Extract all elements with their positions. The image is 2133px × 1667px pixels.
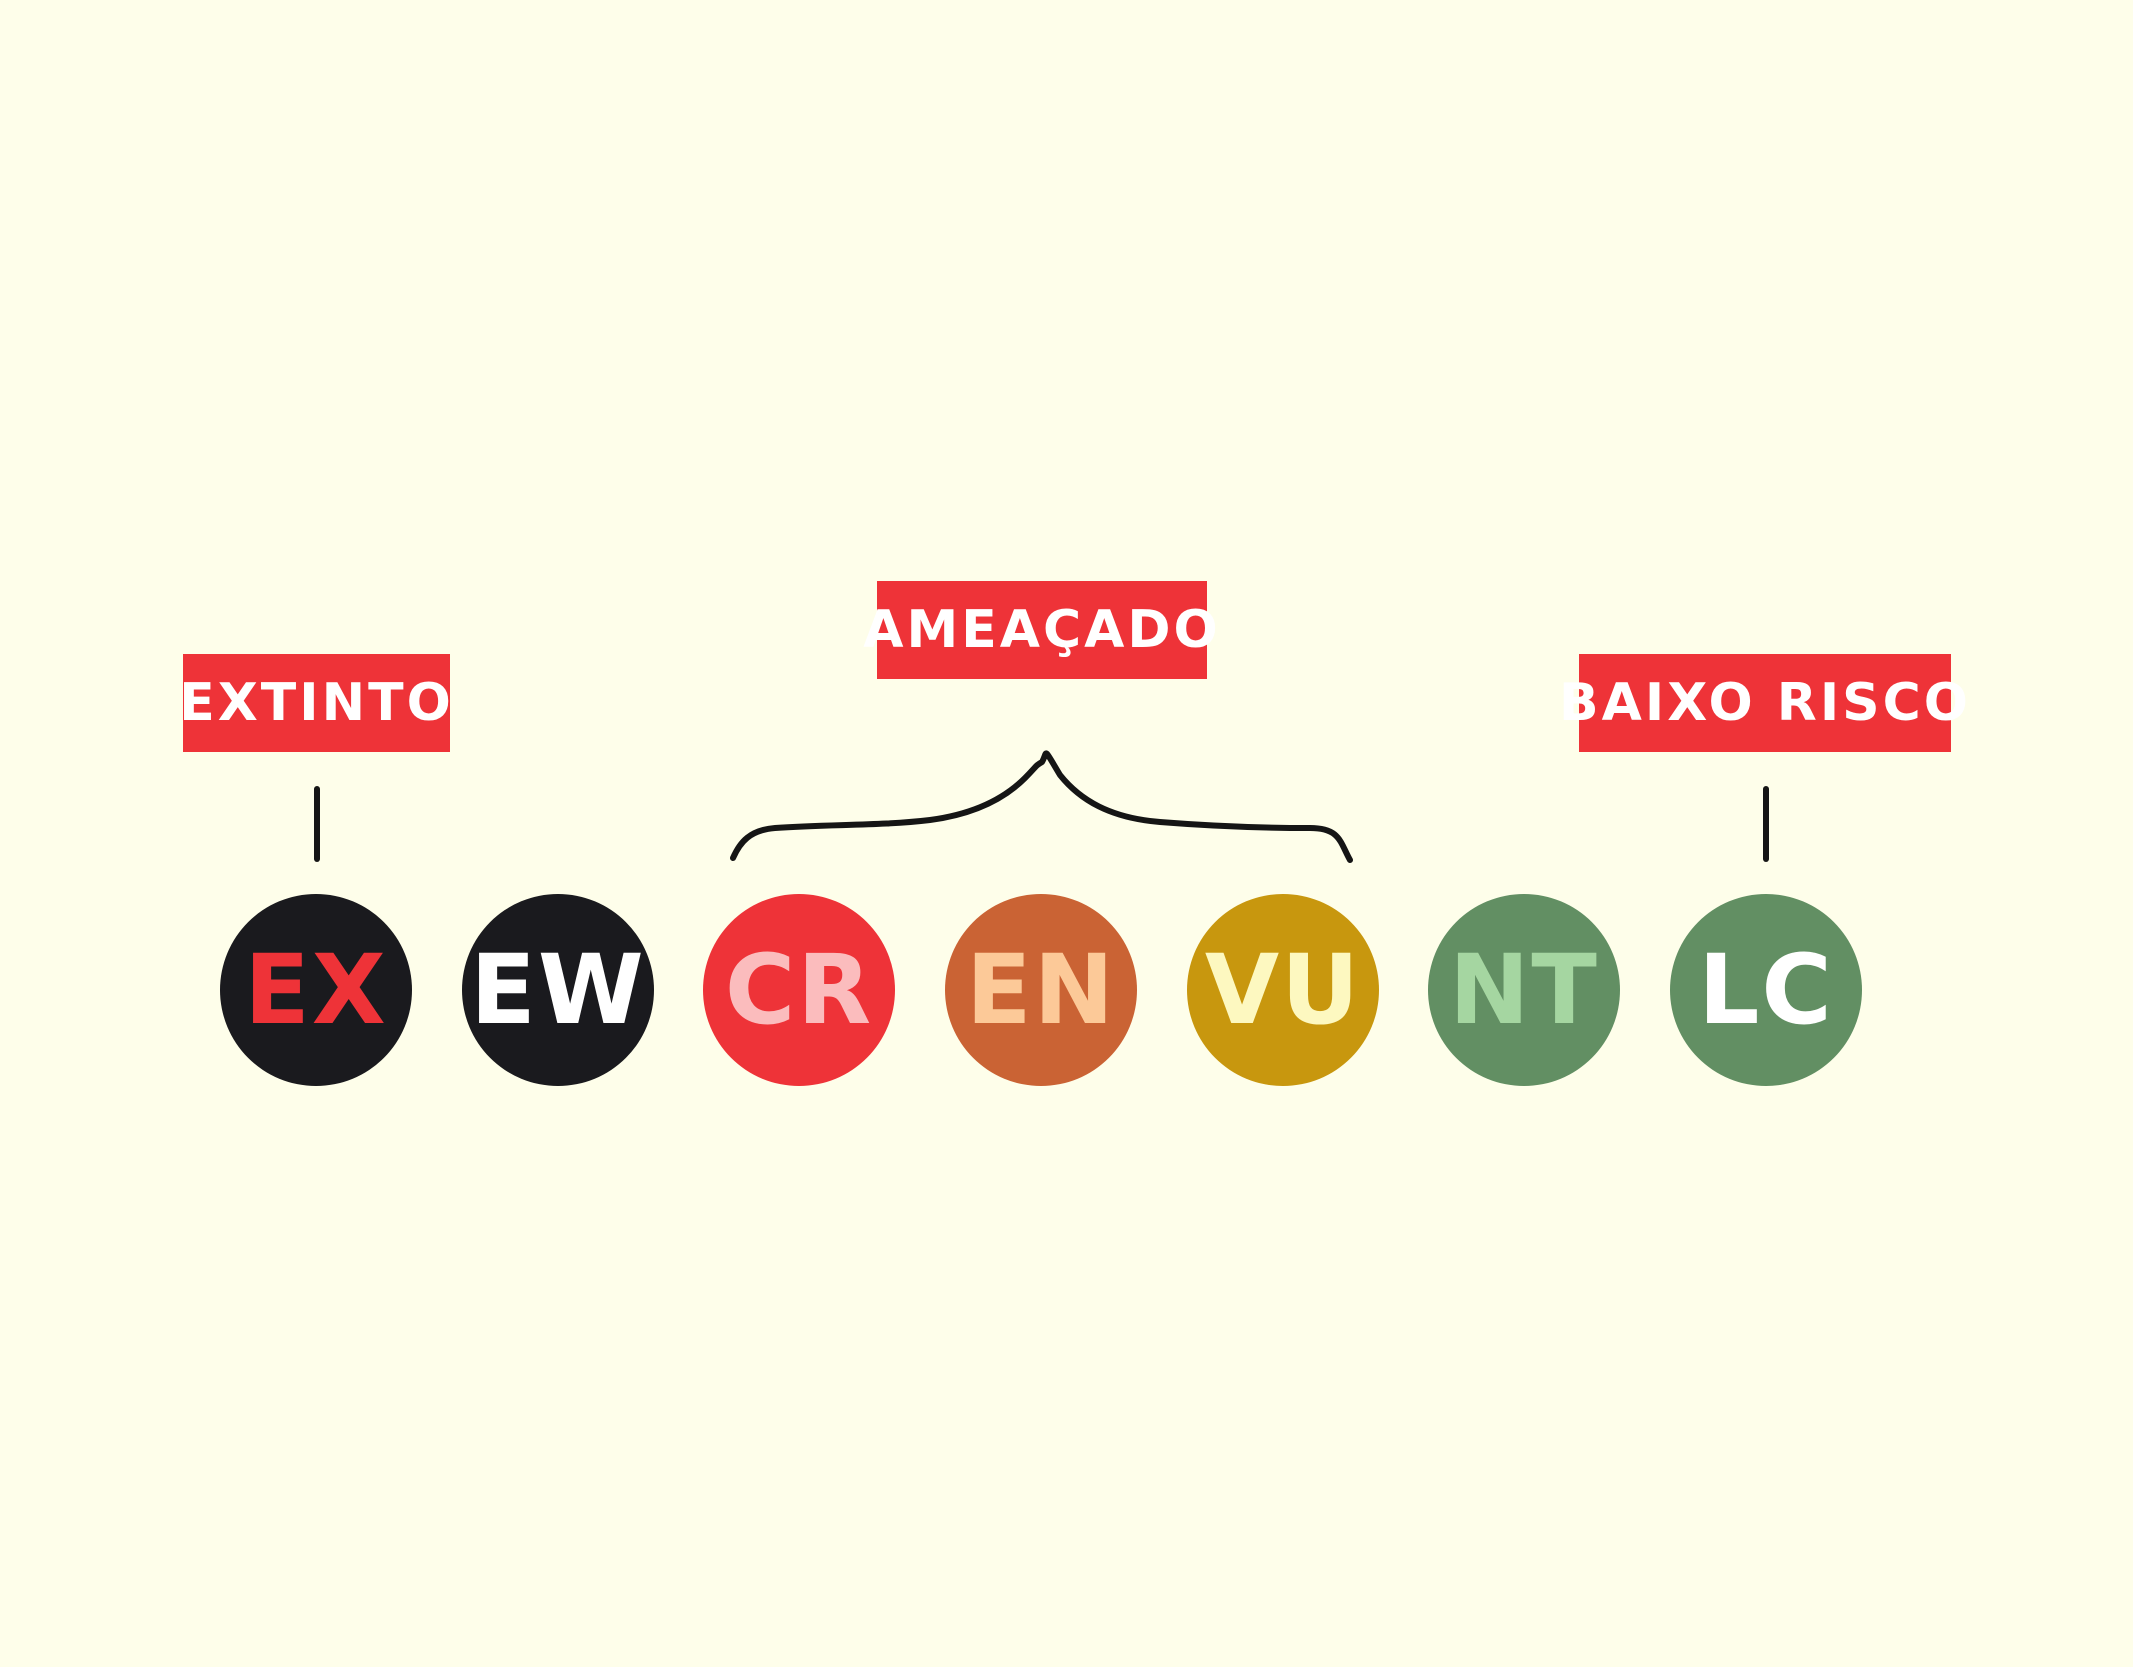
status-circle-cr: CR [703,894,895,1086]
status-circle-vu: VU [1187,894,1379,1086]
status-circle-lc: LC [1670,894,1862,1086]
status-circle-en: EN [945,894,1137,1086]
connector-line-extinct [314,786,320,862]
status-circle-ex: EX [220,894,412,1086]
status-circle-nt: NT [1428,894,1620,1086]
group-label-extinct: EXTINTO [179,654,451,752]
brace-path [730,750,1353,863]
connector-line-low-risk [1763,786,1769,862]
group-label-low-risk: BAIXO RISCO [1559,654,1968,752]
group-label-threatened: AMEAÇADO [863,581,1218,679]
status-circle-ew: EW [462,894,654,1086]
